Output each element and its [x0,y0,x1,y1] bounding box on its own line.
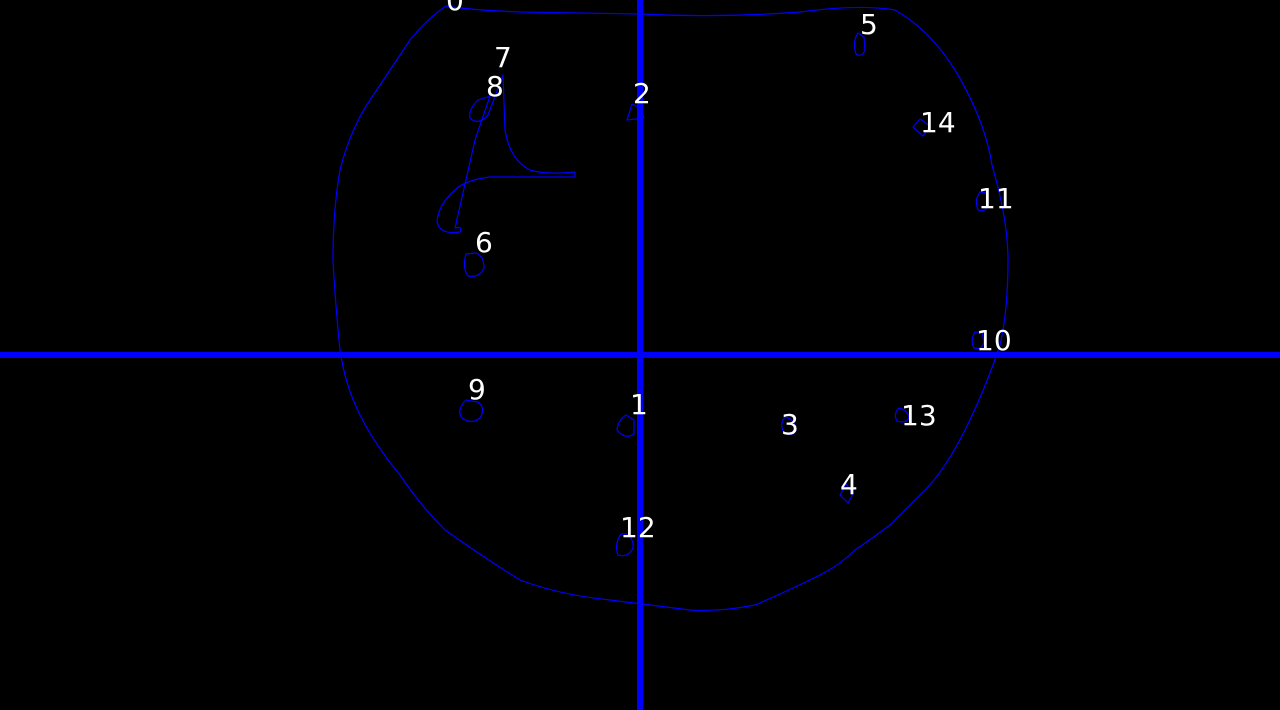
blob-10 [971,331,985,349]
marker-label-13: 13 [901,399,937,432]
blob-3 [781,416,797,436]
blob-4 [839,483,854,504]
blob-1 [616,414,635,437]
marker-label-5: 5 [860,8,878,41]
outer-contour [332,5,1009,612]
marker-label-4: 4 [840,468,858,501]
marker-label-1: 1 [630,388,648,421]
blob-12 [615,533,634,557]
blob-11 [975,191,989,212]
marker-label-9: 9 [468,373,486,406]
marker-label-10: 10 [976,324,1012,357]
marker-label-14: 14 [920,106,956,139]
marker-label-0: 0 [446,0,464,17]
blob-5 [853,32,866,56]
blob-14 [912,118,931,137]
blob-13 [894,407,910,423]
marker-label-3: 3 [781,408,799,441]
marker-label-7: 7 [494,41,512,74]
marker-label-8: 8 [486,70,504,103]
crosshair-vertical [637,0,643,710]
marker-label-2: 2 [633,77,651,110]
marker-label-6: 6 [475,226,493,259]
marker-label-12: 12 [620,511,656,544]
blob-9 [459,399,484,423]
inner-flow-line [436,74,576,234]
blob-6 [463,252,485,277]
marker-label-11: 11 [978,182,1014,215]
